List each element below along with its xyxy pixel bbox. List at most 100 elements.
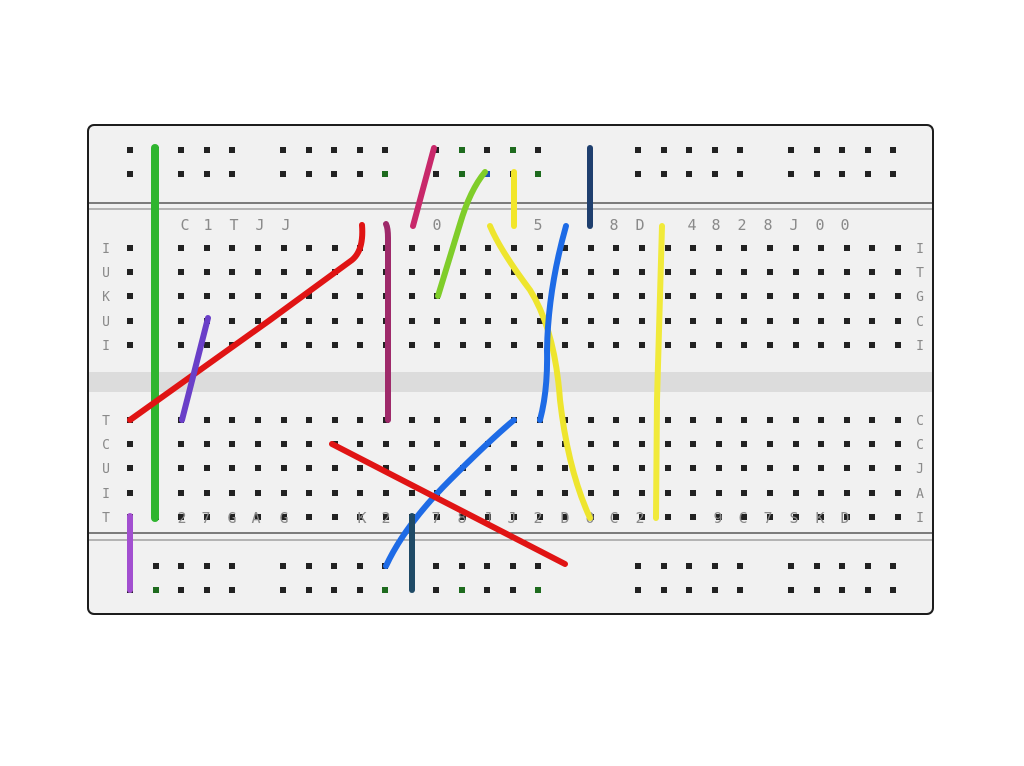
rail-hole [788,171,794,177]
red-wire-lower[interactable] [329,441,568,567]
terminal-hole [767,465,773,471]
terminal-hole [511,441,517,447]
top-column-label: 1 [203,216,212,234]
terminal-hole [741,490,747,496]
pink-wire[interactable] [410,145,437,229]
yellow-wire-right[interactable] [653,223,665,521]
terminal-hole [204,490,210,496]
blue-wire-upper[interactable] [537,223,569,423]
terminal-hole [767,441,773,447]
rail-hole [814,147,820,153]
terminal-hole [511,245,517,251]
rail-hole [127,171,133,177]
terminal-hole [485,245,491,251]
terminal-hole [281,465,287,471]
rail-hole [280,147,286,153]
rail-hole [306,563,312,569]
bottom-column-label: C [609,509,618,527]
terminal-hole [485,293,491,299]
magenta-wire[interactable] [383,221,391,423]
terminal-hole [255,465,261,471]
terminal-hole [639,441,645,447]
terminal-hole [767,514,773,520]
terminal-hole [460,318,466,324]
terminal-hole [844,245,850,251]
terminal-hole [818,514,824,520]
terminal-hole [741,318,747,324]
terminal-hole [895,269,901,275]
terminal-hole [716,269,722,275]
red-wire-upper[interactable] [127,222,366,423]
bottom-column-label: D [560,509,569,527]
terminal-hole [537,441,543,447]
terminal-hole [588,245,594,251]
terminal-hole [741,342,747,348]
terminal-hole [485,514,491,520]
terminal-hole [229,269,235,275]
terminal-hole [204,514,210,520]
terminal-hole [767,318,773,324]
rail-hole [331,587,337,593]
terminal-hole [869,293,875,299]
top-column-label: 4 [687,216,696,234]
rail-hole [535,587,541,593]
terminal-hole [537,514,543,520]
terminal-hole [409,293,415,299]
terminal-hole [460,293,466,299]
terminal-hole [357,269,363,275]
terminal-hole [588,417,594,423]
terminal-hole [332,465,338,471]
terminal-hole [793,245,799,251]
rail-hole [839,563,845,569]
rail-hole [661,171,667,177]
terminal-hole [665,441,671,447]
purple-wire-left[interactable] [179,315,211,423]
terminal-hole [537,490,543,496]
terminal-hole [895,490,901,496]
terminal-hole [793,293,799,299]
terminal-hole [613,245,619,251]
left-row-label: U [102,462,110,477]
terminal-hole [639,465,645,471]
top-column-label: 0 [815,216,824,234]
rail-hole [890,587,896,593]
terminal-hole [255,514,261,520]
terminal-hole [613,441,619,447]
rail-hole [510,587,516,593]
terminal-hole [844,465,850,471]
terminal-hole [844,490,850,496]
terminal-hole [895,465,901,471]
rail-hole [712,587,718,593]
terminal-hole [409,318,415,324]
rail-hole [229,563,235,569]
terminal-hole [281,318,287,324]
terminal-hole [639,245,645,251]
rail-hole [280,587,286,593]
terminal-hole [357,342,363,348]
rail-hole [280,563,286,569]
terminal-hole [639,318,645,324]
terminal-hole [741,293,747,299]
terminal-hole [460,490,466,496]
bottom-column-label: 2 [381,509,390,527]
terminal-hole [178,514,184,520]
lime-wire[interactable] [435,169,488,299]
top-column-label: C [180,216,189,234]
terminal-hole [716,417,722,423]
terminal-hole [229,441,235,447]
yellow-wire-curved[interactable] [487,223,593,521]
terminal-hole [562,269,568,275]
rail-hole [433,171,439,177]
terminal-hole [434,441,440,447]
bottom-column-label: 7 [763,509,772,527]
blue-wire-lower[interactable] [383,417,517,569]
terminal-hole [332,417,338,423]
bottom-column-label: G [227,509,236,527]
terminal-hole [613,293,619,299]
terminal-hole [357,318,363,324]
terminal-hole [485,490,491,496]
terminal-hole [562,490,568,496]
rail-hole [127,147,133,153]
terminal-hole [332,245,338,251]
rail-hole [661,563,667,569]
